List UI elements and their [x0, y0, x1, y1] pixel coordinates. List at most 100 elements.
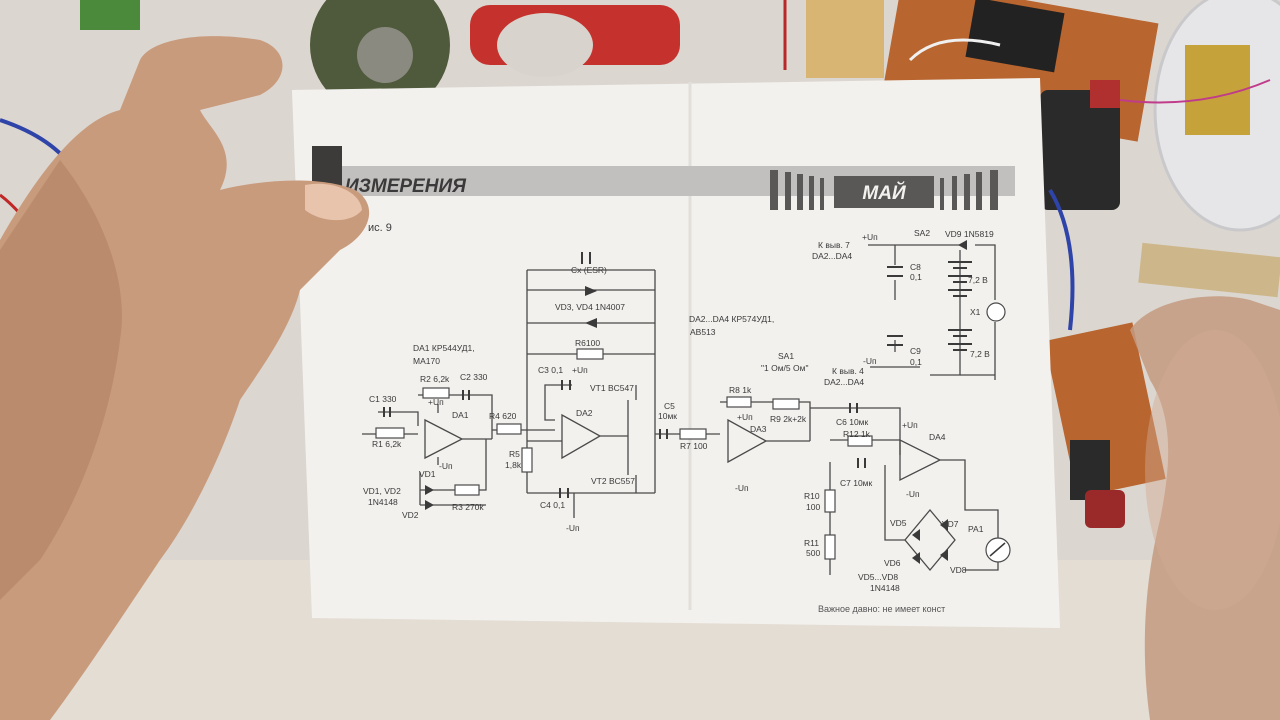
label-c4: C4 0,1 [540, 500, 565, 510]
label-r5-val: 1,8k [505, 460, 522, 470]
label-r6100: R6100 [575, 338, 600, 348]
battery-top [1090, 80, 1120, 108]
label-c9: C9 [910, 346, 921, 356]
label-v72b: 7,2 В [970, 349, 990, 359]
label-plus-un-da3: +Uп [737, 412, 753, 422]
label-da2-da4-top: DA2...DA4 [812, 251, 852, 261]
month-label: МАЙ [862, 182, 906, 204]
label-r5: R5 [509, 449, 520, 459]
label-r2: R2 6,2k [420, 374, 450, 384]
schematic-cells [383, 252, 972, 498]
label-r8: R8 1k [729, 385, 752, 395]
label-vd7: VD7 [942, 519, 959, 529]
label-vd3-vd4: VD3, VD4 1N4007 [555, 302, 625, 312]
label-c8-val: 0,1 [910, 272, 922, 282]
label-da2-da4: DA2...DA4 КР574УД1, [689, 314, 774, 324]
label-plus-un-top: +Uп [862, 232, 878, 242]
label-minus-un-da2: -Uп [566, 523, 580, 533]
schematic-pointer [989, 542, 1006, 557]
label-x1: X1 [970, 307, 981, 317]
label-r10-val: 100 [806, 502, 820, 512]
label-c9-val: 0,1 [910, 357, 922, 367]
label-da2: DA2 [576, 408, 593, 418]
label-vd5-vd8: VD5...VD8 [858, 572, 898, 582]
label-da1-type: DA1 КР544УД1, [413, 343, 475, 353]
label-1n4148-a: 1N4148 [368, 497, 398, 507]
label-r10: R10 [804, 491, 820, 501]
label-vd1-vd2: VD1, VD2 [363, 486, 401, 496]
resistor-strip [806, 0, 884, 78]
label-da4: DA4 [929, 432, 946, 442]
left-hand-shadow [0, 160, 122, 600]
label-c2: C2 330 [460, 372, 488, 382]
label-vt1: VT1 BC547 [590, 383, 634, 393]
label-plus-un-da4: +Uп [902, 420, 918, 430]
month-block [834, 176, 934, 208]
label-vd5: VD5 [890, 518, 907, 528]
label-r3: R3 270k [452, 502, 484, 512]
label-r7: R7 100 [680, 441, 708, 451]
label-r12: R12 1k [843, 429, 871, 439]
label-1n4148-b: 1N4148 [870, 583, 900, 593]
label-ab513: AB513 [690, 327, 716, 337]
footer-text: Важное давно: не имеет конст [818, 604, 945, 614]
label-r4: R4 620 [489, 411, 517, 421]
label-da1-alt: МА170 [413, 356, 440, 366]
tan-board [1138, 242, 1280, 298]
label-k-pin4: К выв. 4 [832, 366, 864, 376]
label-c6: C6 10мк [836, 417, 869, 427]
figure-ref: ис. 9 [368, 222, 392, 234]
schematic-labels: DA1 КР544УД1, МА170 R2 6,2k C2 330 C1 33… [363, 228, 994, 614]
label-c1: C1 330 [369, 394, 397, 404]
label-sa1-modes: "1 Ом/5 Ом" [761, 363, 809, 373]
label-vd8: VD8 [950, 565, 967, 575]
blue-wire-right [1048, 188, 1075, 331]
label-sa2: SA2 [914, 228, 930, 238]
label-r1: R1 6,2k [372, 439, 402, 449]
label-vd2: VD2 [402, 510, 419, 520]
rotary-knob-center [357, 27, 413, 83]
pink-wire [1119, 79, 1271, 104]
label-r11: R11 [804, 538, 819, 548]
label-vt2: VT2 BC557 [591, 476, 635, 486]
label-cx: Cx (ESR) [571, 265, 607, 275]
label-plus-un-da2: +Uп [572, 365, 588, 375]
left-hand [0, 36, 370, 720]
right-hand [1130, 296, 1280, 720]
label-c3: C3 0,1 [538, 365, 563, 375]
label-vd1: VD1 [419, 469, 436, 479]
label-c8: C8 [910, 262, 921, 272]
section-title: ИЗМЕРЕНИЯ [345, 176, 467, 197]
label-da1: DA1 [452, 410, 469, 420]
header-stripes [770, 170, 998, 210]
green-board-corner [80, 0, 140, 30]
label-da3: DA3 [750, 424, 767, 434]
right-hand-blur [1145, 330, 1280, 610]
label-k-pin7: К выв. 7 [818, 240, 850, 250]
label-c5: C5 [664, 401, 675, 411]
label-plus-un-da1: +Uп [428, 397, 444, 407]
label-v72a: 7,2 В [968, 275, 988, 285]
schematic-diodes [425, 240, 967, 564]
battery [1040, 90, 1120, 210]
label-vd6: VD6 [884, 558, 901, 568]
label-r9: R9 2k+2k [770, 414, 807, 424]
label-minus-un-da3: -Uп [735, 483, 749, 493]
glass-tube-component [497, 13, 593, 77]
label-minus-un-da4: -Uп [906, 489, 920, 499]
paper-sheet [292, 78, 1060, 628]
header-black-block [312, 146, 342, 186]
label-vd9: VD9 1N5819 [945, 229, 994, 239]
label-c5-val: 10мк [658, 411, 677, 421]
label-minus-un-bottom: -Uп [863, 356, 877, 366]
label-pa1: PA1 [968, 524, 984, 534]
ic-chip [965, 0, 1065, 73]
label-minus-un-da1: -Uп [439, 461, 453, 471]
label-sa1: SA1 [778, 351, 794, 361]
white-wire [908, 38, 1001, 62]
gold-resistor [1185, 45, 1250, 135]
red-part [1085, 490, 1125, 528]
label-da2-da4-bottom: DA2...DA4 [824, 377, 864, 387]
label-r11-val: 500 [806, 548, 820, 558]
